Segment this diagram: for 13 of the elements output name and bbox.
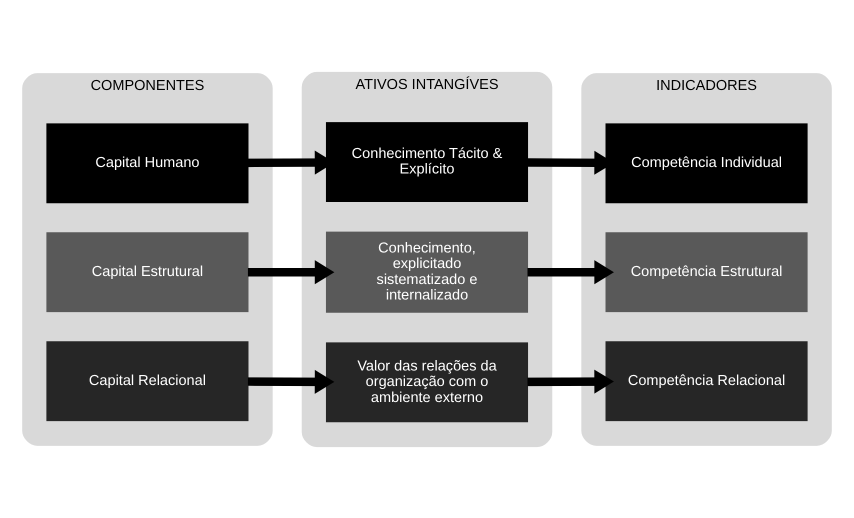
node-box: Capital Estrutural (46, 232, 248, 312)
node-box: Valor das relações da organização com o ambiente externo (326, 342, 528, 422)
node-box: Conhecimento, explicitado sistematizado e internalizado (326, 231, 528, 312)
node-box: Competência Estrutural (606, 232, 808, 312)
arrow (527, 260, 614, 284)
node-box: Competência Relacional (606, 340, 808, 421)
node-box: Capital Humano (46, 122, 248, 203)
node-box: Competência Individual (606, 122, 808, 203)
arrow (527, 369, 614, 394)
node-box: Conhecimento Tácito & Explícito (326, 122, 528, 202)
node-box: Capital Relacional (46, 340, 248, 421)
arrow (248, 369, 334, 394)
arrow (248, 260, 334, 284)
